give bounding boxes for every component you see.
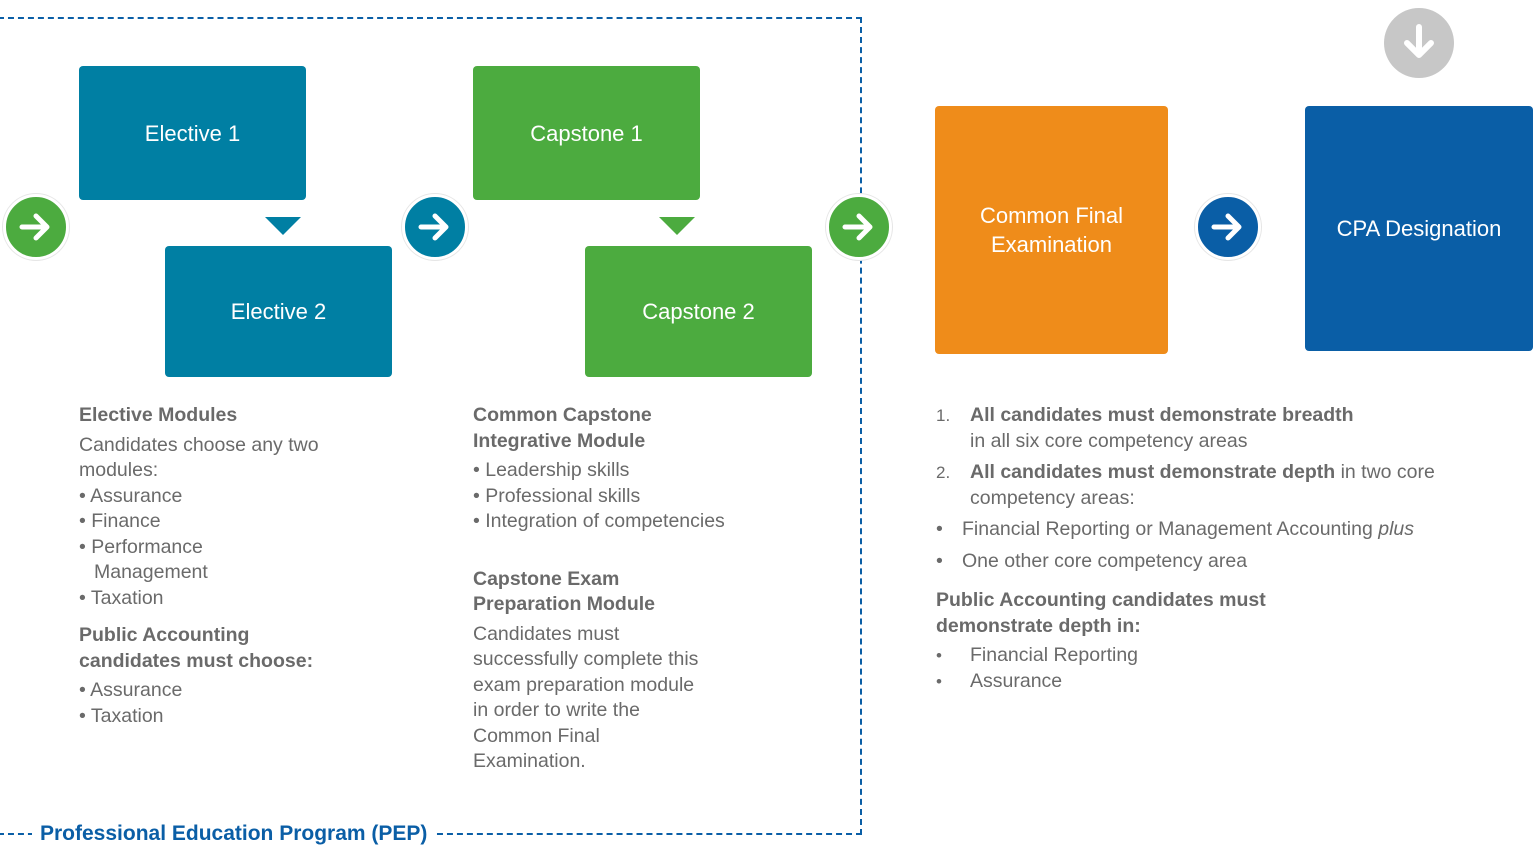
list-item: • Taxation <box>79 704 164 727</box>
capstone-text: Common Capstone Integrative Module • Lea… <box>473 403 803 775</box>
arrow-down-icon <box>1384 8 1454 78</box>
list-item: • Assurance <box>79 484 183 507</box>
list-item: • One other core competency area <box>936 549 1536 575</box>
list-item: • Assurance <box>79 679 183 701</box>
breadth-requirement-detail: in all six core competency areas <box>970 429 1248 452</box>
elective-modules-intro: Candidates choose any two modules: <box>79 433 319 482</box>
list-item: 2. All candidates must demonstrate depth… <box>936 460 1536 511</box>
pep-label: Professional Education Program (PEP) <box>32 820 436 848</box>
depth-option-text: Financial Reporting or Management Accoun… <box>962 518 1379 540</box>
capstone-prep-text: Candidates must successfully complete th… <box>473 622 699 773</box>
list-item: 1. All candidates must demonstrate bread… <box>936 403 1536 454</box>
bullet: • <box>936 671 942 691</box>
arrow-right-icon <box>402 194 468 260</box>
list-item-text: Assurance <box>970 669 1063 692</box>
item-number: 2. <box>936 463 951 482</box>
public-accounting-heading: Public Accounting candidates must choose… <box>79 624 314 672</box>
item-number: 1. <box>936 406 951 425</box>
elective-modules-heading: Elective Modules <box>79 404 238 426</box>
list-item: • Taxation <box>79 586 164 609</box>
public-accounting-list: • Assurance • Taxation <box>79 678 319 729</box>
list-item: • Performance <box>79 535 203 558</box>
capstone-prep-heading: Capstone Exam Preparation Module <box>473 567 656 616</box>
depth-option-text: One other core competency area <box>962 549 1248 572</box>
triangle-down-icon <box>659 217 695 235</box>
list-item: • Assurance <box>936 669 1536 695</box>
depth-requirement-detail: in two core competency areas: <box>970 461 1435 509</box>
elective-1-box: Elective 1 <box>79 66 306 200</box>
list-item: • Finance <box>79 510 161 532</box>
list-item: • Integration of competencies <box>473 510 725 532</box>
list-item-text: Financial Reporting <box>970 644 1139 666</box>
breadth-requirement: All candidates must demonstrate breadth <box>970 404 1354 426</box>
bullet: • <box>936 646 942 665</box>
arrow-right-icon <box>3 194 69 260</box>
list-item: • Leadership skills <box>473 459 630 481</box>
depth-option-italic: plus <box>1378 518 1415 540</box>
list-item: • Professional skills <box>473 484 641 507</box>
list-item: Management <box>94 561 208 583</box>
bullet: • <box>936 549 943 572</box>
capstone-skill-list: • Leadership skills • Professional skill… <box>473 458 803 535</box>
bullet: • <box>936 518 943 540</box>
capstone-1-box: Capstone 1 <box>473 66 700 200</box>
capstone-2-box: Capstone 2 <box>585 246 812 377</box>
cfe-requirements-text: 1. All candidates must demonstrate bread… <box>936 403 1536 694</box>
triangle-down-icon <box>265 217 301 235</box>
common-final-examination-box: Common Final Examination <box>935 106 1168 354</box>
elective-module-list: • Assurance • Finance • Performance Mana… <box>79 484 319 612</box>
public-accounting-depth-heading: Public Accounting candidates must demons… <box>936 589 1266 637</box>
elective-modules-text: Elective Modules Candidates choose any t… <box>79 403 319 729</box>
depth-requirement: All candidates must demonstrate depth <box>970 461 1336 483</box>
capstone-integrative-heading: Common Capstone Integrative Module <box>473 404 652 452</box>
public-accounting-depth-list: • Financial Reporting • Assurance <box>936 643 1536 694</box>
elective-2-box: Elective 2 <box>165 246 392 377</box>
list-item: • Financial Reporting <box>936 643 1536 669</box>
arrow-right-icon <box>826 194 892 260</box>
list-item: • Financial Reporting or Management Acco… <box>936 517 1536 543</box>
cpa-designation-box: CPA Designation <box>1305 106 1533 351</box>
arrow-right-icon <box>1195 194 1261 260</box>
